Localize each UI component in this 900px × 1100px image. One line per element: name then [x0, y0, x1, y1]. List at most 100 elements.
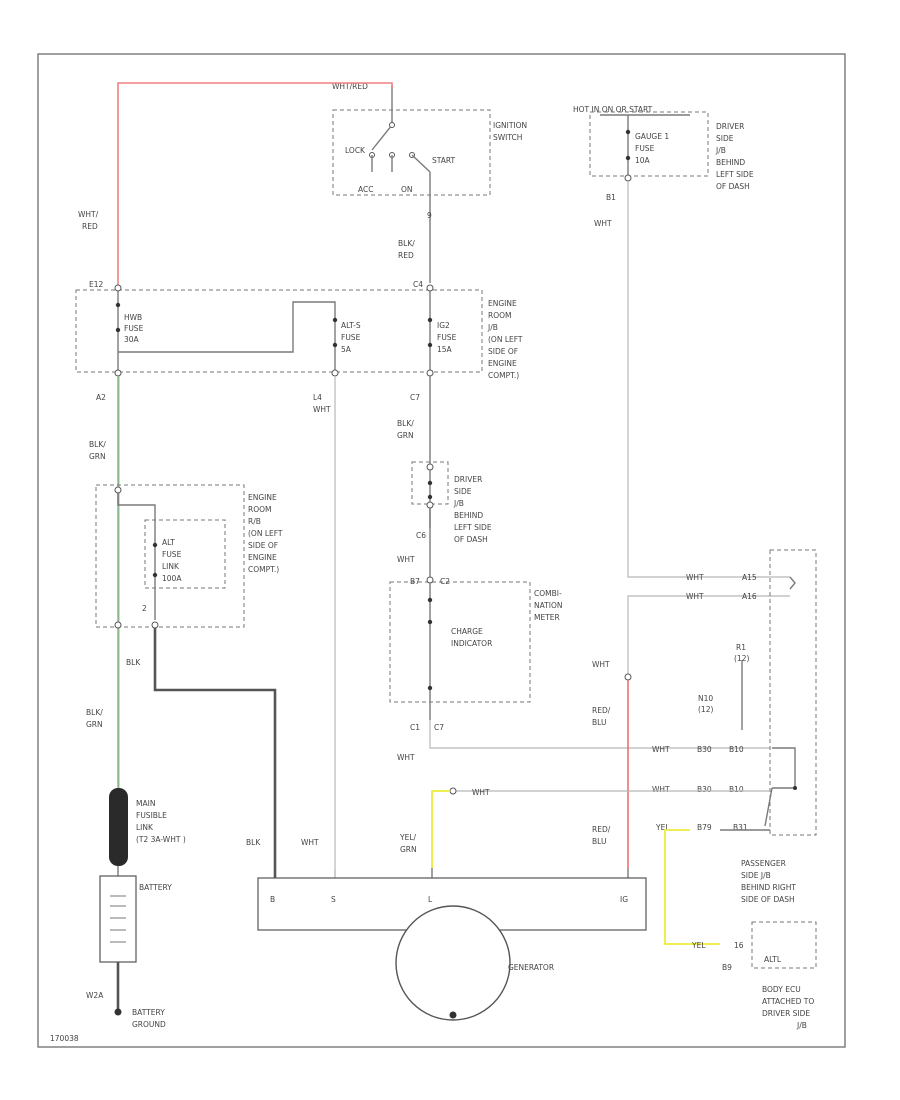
blk-wire-label: BLK — [126, 658, 141, 667]
gauge-pin-label: B1 — [606, 193, 616, 202]
gen-b-wire-label: BLK — [246, 838, 261, 847]
pjb-row4-pin1: B30 — [697, 785, 712, 794]
r1-label-1: R1 — [736, 643, 746, 652]
svg-text:(T2 3A-WHT ): (T2 3A-WHT ) — [136, 835, 186, 844]
switch-on-label: ON — [401, 185, 413, 194]
pjb-row3-wire: WHT — [652, 745, 670, 754]
ig2-fuse-label-2: FUSE — [437, 333, 457, 342]
engine-room-jb-box — [75, 289, 483, 373]
svg-text:ENGINE: ENGINE — [248, 553, 277, 562]
pin-c7: C7 — [410, 393, 420, 402]
ignition-switch: LOCK ACC ON START IGNITION SWITCH WHT/RE… — [332, 82, 527, 283]
n10-label-1: N10 — [698, 694, 713, 703]
meter-pin-top: B7 — [410, 577, 420, 586]
battery-body — [99, 875, 137, 963]
svg-text:J/B: J/B — [796, 1021, 807, 1030]
battery-label: BATTERY — [139, 883, 172, 892]
svg-text:LEFT SIDE: LEFT SIDE — [454, 523, 492, 532]
svg-text:MAIN: MAIN — [136, 799, 155, 808]
wht-right-label: WHT — [592, 660, 610, 669]
hwb-fuse-label-1: HWB — [124, 313, 142, 322]
engine-room-rb-box — [95, 484, 245, 628]
pin-c4: C4 — [413, 280, 423, 289]
alt-fuse-label-3: LINK — [162, 562, 180, 571]
pin-l4: L4 — [313, 393, 322, 402]
gen-s-wire-label: WHT — [301, 838, 319, 847]
ignition-wire-below-1: BLK/ — [398, 239, 415, 248]
pjb-row4-pin2: B10 — [729, 785, 744, 794]
svg-text:DRIVER: DRIVER — [716, 122, 744, 131]
ignition-switch-label-1: IGNITION — [493, 121, 527, 130]
pin-e12: E12 — [89, 280, 104, 289]
left-wire-label-2: RED — [82, 222, 98, 231]
engine-room-rb: ALT FUSE LINK 100A 2 ENGINE ROOM R/B (ON… — [95, 484, 283, 629]
svg-text:ENGINE: ENGINE — [488, 299, 517, 308]
gauge-wire-label: WHT — [594, 219, 612, 228]
red-blu-label-1: RED/ — [592, 706, 611, 715]
wht-red-wire — [117, 82, 393, 285]
svg-text:ENGINE: ENGINE — [488, 359, 517, 368]
meter-pin-bottom: C1 — [410, 723, 420, 732]
svg-text:R/B: R/B — [248, 517, 261, 526]
pjb-row3-pin1: B30 — [697, 745, 712, 754]
svg-text:BEHIND: BEHIND — [454, 511, 483, 520]
r1-label-2: (12) — [734, 654, 749, 663]
svg-text:OF DASH: OF DASH — [716, 182, 750, 191]
driver-jb-pin: C6 — [416, 531, 426, 540]
combination-meter-box — [389, 581, 531, 703]
hwb-fuse-label-2: FUSE — [124, 324, 144, 333]
combination-meter-label: COMBI- NATION METER — [534, 589, 562, 622]
pjb-row5-pin1: B79 — [697, 823, 712, 832]
svg-text:METER: METER — [534, 613, 560, 622]
svg-text:SIDE OF: SIDE OF — [488, 347, 518, 356]
ignition-top-wire-label: WHT/RED — [332, 82, 368, 91]
gauge-fuse-block: HOT IN ON OR START GAUGE 1 FUSE 10A DRIV… — [573, 105, 754, 228]
svg-text:ATTACHED TO: ATTACHED TO — [762, 997, 814, 1006]
blk-grn-lower-1: BLK/ — [86, 708, 103, 717]
alts-fuse-label-3: 5A — [341, 345, 352, 354]
gen-terminal-b: B — [270, 895, 275, 904]
svg-text:COMPT.): COMPT.) — [248, 565, 279, 574]
pjb-row3-pin2: B10 — [729, 745, 744, 754]
blk-grn-c7-2: GRN — [397, 431, 414, 440]
ignition-switch-label-2: SWITCH — [493, 133, 522, 142]
switch-acc-label: ACC — [358, 185, 373, 194]
pjb-row1-wire: WHT — [686, 573, 704, 582]
body-ecu-pin: 16 — [734, 941, 744, 950]
gauge-fuse-label-3: 10A — [635, 156, 651, 165]
svg-text:SIDE J/B: SIDE J/B — [741, 871, 771, 880]
svg-text:SIDE OF DASH: SIDE OF DASH — [741, 895, 795, 904]
svg-text:J/B: J/B — [715, 146, 726, 155]
yel-wire — [664, 829, 720, 945]
blk-grn-top-1: BLK/ — [89, 440, 106, 449]
engine-room-jb: E12 C4 HWB FUSE 30A ALT-S FUSE 5A IG2 FU… — [75, 280, 523, 402]
n10-label-2: (12) — [698, 705, 713, 714]
svg-text:COMBI-: COMBI- — [534, 589, 562, 598]
yel-grn-wire — [431, 790, 450, 868]
svg-text:NATION: NATION — [534, 601, 562, 610]
gen-l-wire-label-1: YEL/ — [399, 833, 416, 842]
battery-ground-label-1: BATTERY — [132, 1008, 165, 1017]
svg-text:COMPT.): COMPT.) — [488, 371, 519, 380]
alts-fuse-label-1: ALT-S — [341, 321, 361, 330]
rb-pin-label: 2 — [142, 604, 147, 613]
main-fusible-link — [109, 788, 128, 866]
ig2-fuse-label-3: 15A — [437, 345, 453, 354]
wht-c1-label: WHT — [397, 753, 415, 762]
svg-text:DRIVER: DRIVER — [454, 475, 482, 484]
yel-grn-wht-label: WHT — [472, 788, 490, 797]
svg-text:ROOM: ROOM — [488, 311, 512, 320]
ignition-switch-box — [332, 109, 491, 196]
alts-fuse-label-2: FUSE — [341, 333, 361, 342]
passenger-jb-label: PASSENGER SIDE J/B BEHIND RIGHT SIDE OF … — [741, 859, 796, 904]
meter-pin-bottom2: C7 — [434, 723, 444, 732]
blk-grn-top-2: GRN — [89, 452, 106, 461]
ig2-fuse-label-1: IG2 — [437, 321, 450, 330]
gauge-feed-label: HOT IN ON OR START — [573, 105, 653, 114]
body-ecu-box-label: ALTL — [764, 955, 782, 964]
gen-terminal-l: L — [428, 895, 433, 904]
alt-fuse-label-1: ALT — [162, 538, 175, 547]
svg-text:SIDE: SIDE — [716, 134, 734, 143]
gauge-jb-label: DRIVER SIDE J/B BEHIND LEFT SIDE OF DASH — [715, 122, 754, 191]
svg-text:(ON LEFT: (ON LEFT — [248, 529, 283, 538]
